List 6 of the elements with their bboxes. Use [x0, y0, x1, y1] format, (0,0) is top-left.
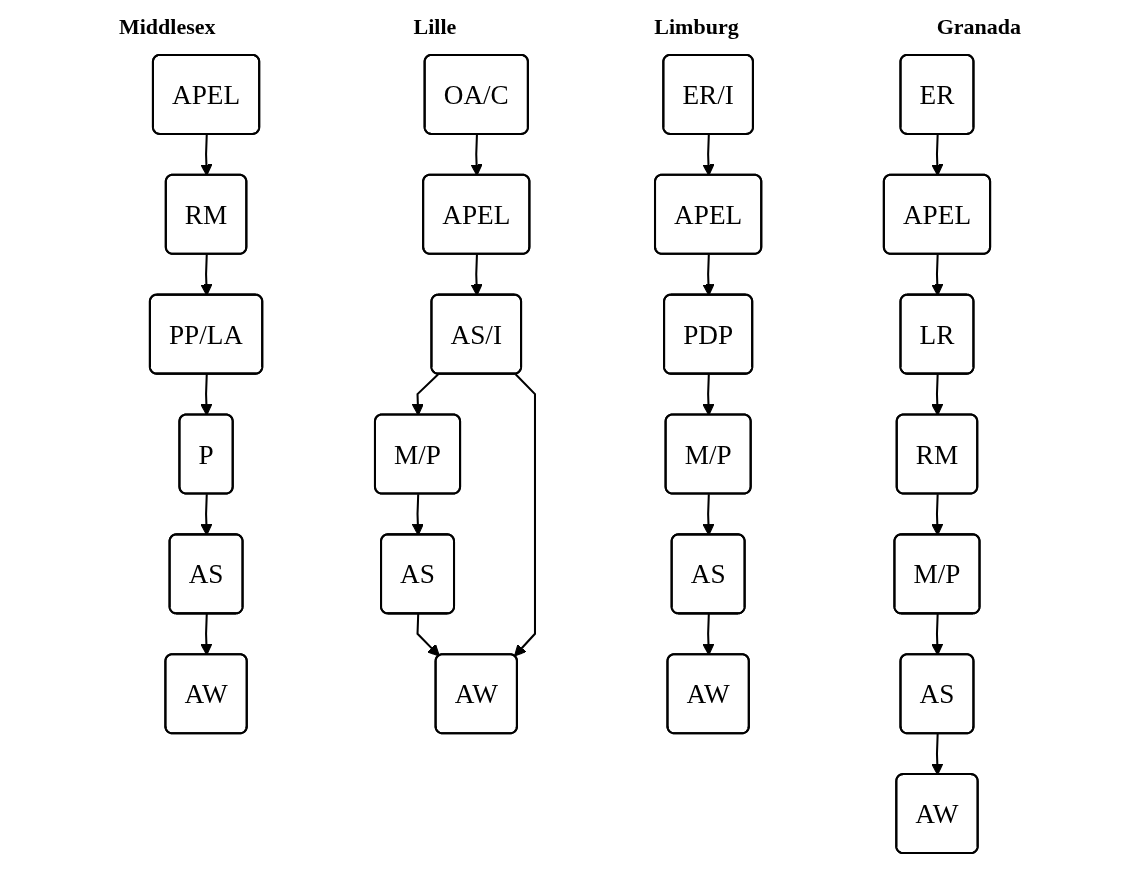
column-heading: Lille	[413, 14, 457, 40]
column-heading: Granada	[936, 14, 1021, 40]
column-heading: Limburg	[654, 14, 739, 40]
arrow	[514, 373, 536, 657]
arrow	[416, 614, 440, 657]
column-heading: Middlesex	[119, 14, 216, 40]
